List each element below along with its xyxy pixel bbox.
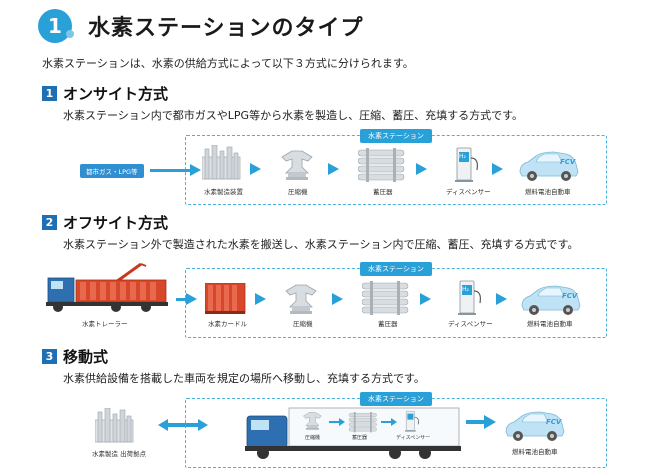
section-2-item-label: 水素カードル <box>208 320 247 328</box>
arrow-icon <box>496 293 507 305</box>
arrow-icon <box>250 163 261 175</box>
h2-text: H₂ <box>459 153 466 160</box>
h2-text: H₂ <box>462 286 469 293</box>
section-2-item-label: 蓄圧器 <box>378 320 398 328</box>
arrow-icon <box>255 293 266 305</box>
section-1-number: 1 <box>42 86 57 101</box>
hydrogen-trailer-icon <box>46 262 168 312</box>
section-2-item-label: 圧縮機 <box>293 320 313 328</box>
section-2-dispenser-icon <box>458 280 481 316</box>
section-2-number: 2 <box>42 215 57 230</box>
section-1-production-unit-icon <box>202 145 241 180</box>
section-2-fcv-car-icon <box>521 285 581 316</box>
section-1-dispenser-icon <box>455 147 478 183</box>
section-3-title: 移動式 <box>63 348 109 366</box>
section-3-item-label: 燃料電池自動車 <box>512 448 558 456</box>
section-1-description: 水素ステーション内で都市ガスやLPG等から水素を製造し、圧縮、蓄圧、充填する方式… <box>63 109 523 122</box>
section-1-item-label: 圧縮機 <box>288 188 308 196</box>
section-3-production-site-icon <box>95 408 134 443</box>
section-1-item-label: 燃料電池自動車 <box>525 188 571 196</box>
section-2-source-arrow <box>176 298 188 301</box>
intro-text: 水素ステーションは、水素の供給方式によって以下３方式に分けられます。 <box>42 57 414 70</box>
arrow-icon <box>416 163 427 175</box>
section-3-number: 3 <box>42 349 57 364</box>
arrow-icon <box>420 293 431 305</box>
section-3-station-label: 水素ステーション <box>360 392 432 406</box>
section-2-description: 水素ステーション外で製造された水素を搬送し、水素ステーション内で圧縮、蓄圧、充填… <box>63 238 579 251</box>
section-1-source-label: 都市ガス・LPG等 <box>80 164 144 178</box>
decorative-dot-icon <box>66 30 74 38</box>
arrow-icon <box>492 163 503 175</box>
section-1-item-label: ディスペンサー <box>446 188 491 196</box>
fcv-text: FCV <box>546 418 562 426</box>
section-3-description: 水素供給設備を搭載した車両を規定の場所へ移動し、充填する方式です。 <box>63 372 425 385</box>
bidirectional-arrow-icon <box>158 419 208 431</box>
section-1-item-label: 蓄圧器 <box>373 188 393 196</box>
arrow-icon <box>328 163 339 175</box>
section-2-item-label: 燃料電池自動車 <box>527 320 573 328</box>
section-2-compressor-icon <box>285 284 317 315</box>
section-1-fcv-car-icon <box>519 151 579 182</box>
section-1-accumulator-icon <box>358 148 405 183</box>
section-1-title: オンサイト方式 <box>63 85 169 103</box>
arrow-icon <box>332 293 343 305</box>
section-3-item-label: 蓄圧器 <box>352 435 368 441</box>
section-1-station-label: 水素ステーション <box>360 129 432 143</box>
mobile-station-truck-icon <box>245 407 461 459</box>
section-1-compressor-icon <box>281 150 313 181</box>
section-1-item-label: 水素製造装置 <box>204 188 243 196</box>
section-2-source-label: 水素トレーラー <box>82 320 128 328</box>
fcv-text: FCV <box>562 292 578 300</box>
section-3-item-label: ディスペンサー <box>396 435 431 441</box>
arrow-icon <box>466 415 496 429</box>
fcv-text: FCV <box>560 158 576 166</box>
section-1-source-arrow-head <box>190 164 201 176</box>
section-2-accumulator-icon <box>362 281 409 316</box>
section-2-item-label: ディスペンサー <box>448 320 493 328</box>
section-2-source-arrow-head <box>186 293 197 305</box>
section-2-station-label: 水素ステーション <box>360 262 432 276</box>
section-2-title: オフサイト方式 <box>63 214 169 232</box>
section-3-fcv-car-icon <box>505 411 565 442</box>
title-number-badge: 1 <box>38 9 72 43</box>
section-3-item-label: 圧縮機 <box>305 435 321 441</box>
section-2-curdle-icon <box>205 283 246 315</box>
page-title: 水素ステーションのタイプ <box>88 16 364 41</box>
section-1-source-arrow <box>150 169 192 172</box>
section-3-source-label: 水素製造 出荷拠点 <box>92 450 147 458</box>
